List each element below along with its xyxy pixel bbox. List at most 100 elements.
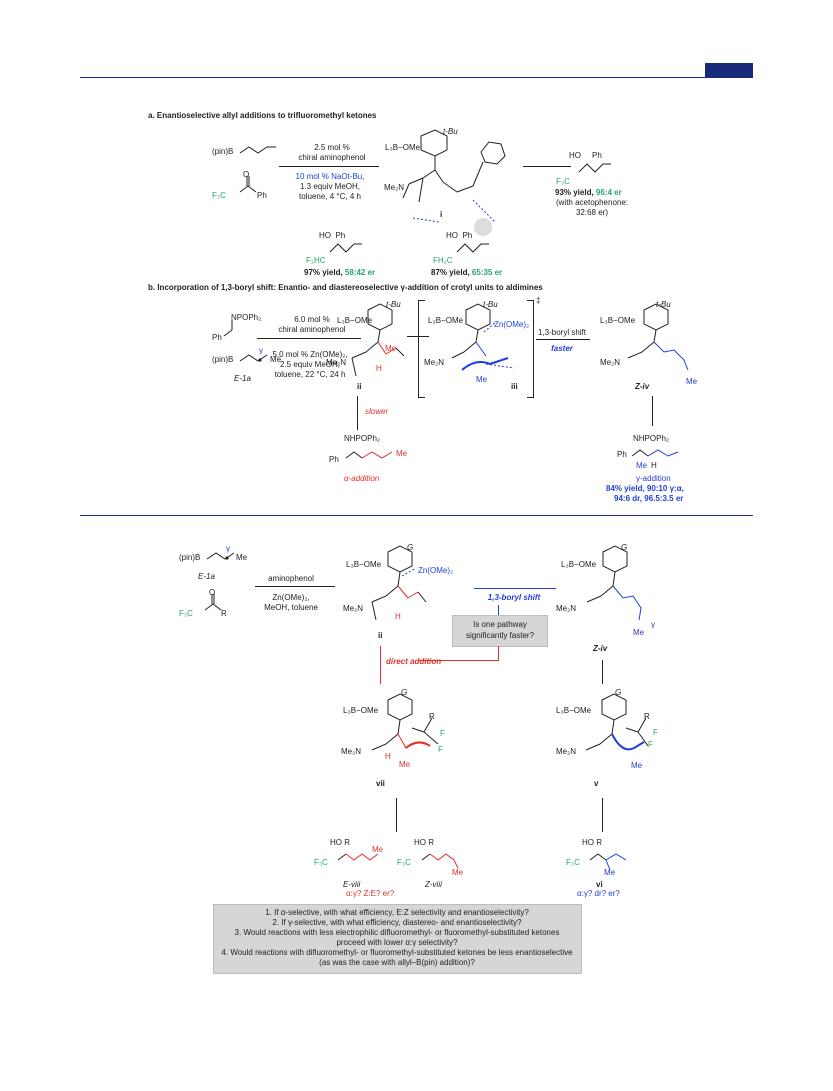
v-f2: F (648, 740, 653, 749)
v-g: G (615, 688, 622, 697)
ketone-cf3: F₃C (212, 191, 226, 200)
shift-c-connector (498, 605, 499, 615)
alpha-label: α-addition (344, 474, 380, 483)
transition-state-i (402, 129, 506, 236)
crotyl-chain-b (239, 354, 268, 362)
ziv-c-me2n: Me₂N (556, 604, 576, 613)
v-r: R (644, 712, 650, 721)
imine-ph: Ph (212, 333, 222, 342)
arrow-b-1 (257, 338, 361, 339)
eviii-chain (337, 853, 379, 861)
iii-label: iii (511, 382, 518, 391)
cond-b-2: chiral aminophenol (278, 325, 346, 334)
crotyl-chain-c (206, 552, 235, 560)
arrow-a-1 (279, 166, 379, 167)
ketone-c-cf3: F₃C (179, 609, 193, 618)
gamma-prod-chain (631, 449, 679, 457)
arrow-c-vii-down (396, 798, 397, 832)
eviii-ho: HO R (330, 838, 351, 847)
vi-cf3: F₃C (566, 858, 580, 867)
ketone-ph: Ph (257, 191, 267, 200)
vii-f2: F (438, 745, 443, 754)
iii-me: Me (476, 375, 488, 384)
ii-b-tbu: t-Bu (386, 300, 401, 309)
arrow-b-shift (536, 339, 590, 340)
crotyl-gamma-c: γ (226, 544, 230, 553)
gamma-result-2: 94:6 dr, 96.5:3.5 er (614, 494, 684, 503)
left-questions: α:γ? Z:E? er? (346, 889, 395, 898)
question-2: 2. If γ-selective, with what efficiency,… (272, 918, 522, 927)
panel-a-title: a. Enantioselective allyl additions to t… (148, 111, 377, 120)
ii-c-lbome: L₃B−OMe (346, 560, 382, 569)
ii-c-zn: Zn(OMe)₂ (418, 566, 454, 575)
arrow-b-gamma (652, 396, 653, 426)
slower-label: slower (365, 407, 389, 416)
v-label: v (594, 779, 599, 788)
ketone-c-oxygen: O (209, 588, 216, 597)
shift-b-label: 1,3-boryl shift (537, 328, 587, 337)
question-4: 4. Would reactions with difluoromethyl- … (221, 948, 573, 957)
ii-b-me: Me (385, 344, 397, 353)
arrow-c-direct (380, 646, 381, 684)
allyl-chain (239, 146, 276, 154)
product-a-chain (578, 163, 611, 173)
crotyl-gamma-b: γ (259, 346, 263, 355)
product-a-ho: HO (569, 151, 581, 160)
ts-i-tbu: t-Bu (443, 127, 458, 136)
side2-chain (456, 243, 489, 253)
question-line-1: Is one pathway (473, 620, 527, 629)
iii-tbu: t-Bu (483, 300, 498, 309)
alpha-prod-nh: NHPOPh₂ (344, 434, 381, 443)
ii-c-me2n: Me₂N (343, 604, 363, 613)
ii-c-label: ii (378, 631, 383, 640)
cond-b-4: 2.5 equiv MeOH, (279, 360, 341, 369)
ziv-b-me2n: Me₂N (600, 358, 620, 367)
ziv-c-me: Me (633, 628, 645, 637)
arrow-c-v-down (602, 798, 603, 832)
intermediate-ziv-c (586, 545, 642, 621)
vii-r: R (429, 712, 435, 721)
direct-connector-v (498, 646, 499, 660)
vii-me: Me (399, 760, 411, 769)
cond-a-5: toluene, 4 °C, 4 h (299, 192, 361, 201)
side1-ho: HO Ph (319, 231, 346, 240)
shift-c-label: 1,3-boryl shift (487, 593, 541, 602)
side2-yield: 87% yield, 65:35 er (431, 268, 503, 277)
ii-c-g: G (407, 543, 414, 552)
vi-label: vi (596, 880, 603, 889)
zviii-ho: HO R (414, 838, 435, 847)
ziv-b-label: Z-iv (635, 382, 650, 391)
question-box: Is one pathway significantly faster? (452, 615, 548, 647)
gamma-label: γ-addition (636, 474, 671, 483)
transition-state-vii (371, 693, 439, 751)
zviii-cf3: F₃C (397, 858, 411, 867)
cond-c-1: aminophenol (268, 574, 314, 583)
vi-me: Me (604, 868, 616, 877)
intermediate-ii-b (351, 303, 405, 377)
crotyl-b: (pin)B (212, 355, 234, 364)
direct-connector-h (418, 660, 499, 661)
side1-yield: 97% yield, 58:42 er (304, 268, 376, 277)
vii-h: H (385, 752, 391, 761)
crotyl-me-c: Me (236, 553, 248, 562)
alpha-prod-me: Me (396, 449, 408, 458)
alpha-prod-chain (345, 451, 393, 459)
transition-state-v (585, 693, 649, 751)
side1-chain (329, 243, 362, 253)
question-3b: proceed with lower α:γ selectivity? (336, 938, 458, 947)
ziv-c-g: G (621, 543, 628, 552)
ts-i-label: i (440, 210, 443, 219)
allyl-boronate: (pin)B (212, 147, 234, 156)
v-me: Me (631, 761, 643, 770)
side2-ho: HO Ph (446, 231, 473, 240)
ziv-c-gamma: γ (651, 620, 655, 629)
alpha-prod-ph: Ph (329, 455, 339, 464)
gamma-result-1: 84% yield, 90:10 γ:α, (606, 484, 684, 493)
ziv-c-label: Z-iv (593, 644, 608, 653)
v-f1: F (653, 728, 658, 737)
v-me2n: Me₂N (556, 747, 576, 756)
ketone-oxygen: O (243, 170, 250, 179)
cond-a-3: 10 mol % NaOt-Bu, (295, 172, 365, 181)
arrow-a-2 (523, 166, 571, 167)
iii-zn: Zn(OMe)₂ (494, 320, 530, 329)
